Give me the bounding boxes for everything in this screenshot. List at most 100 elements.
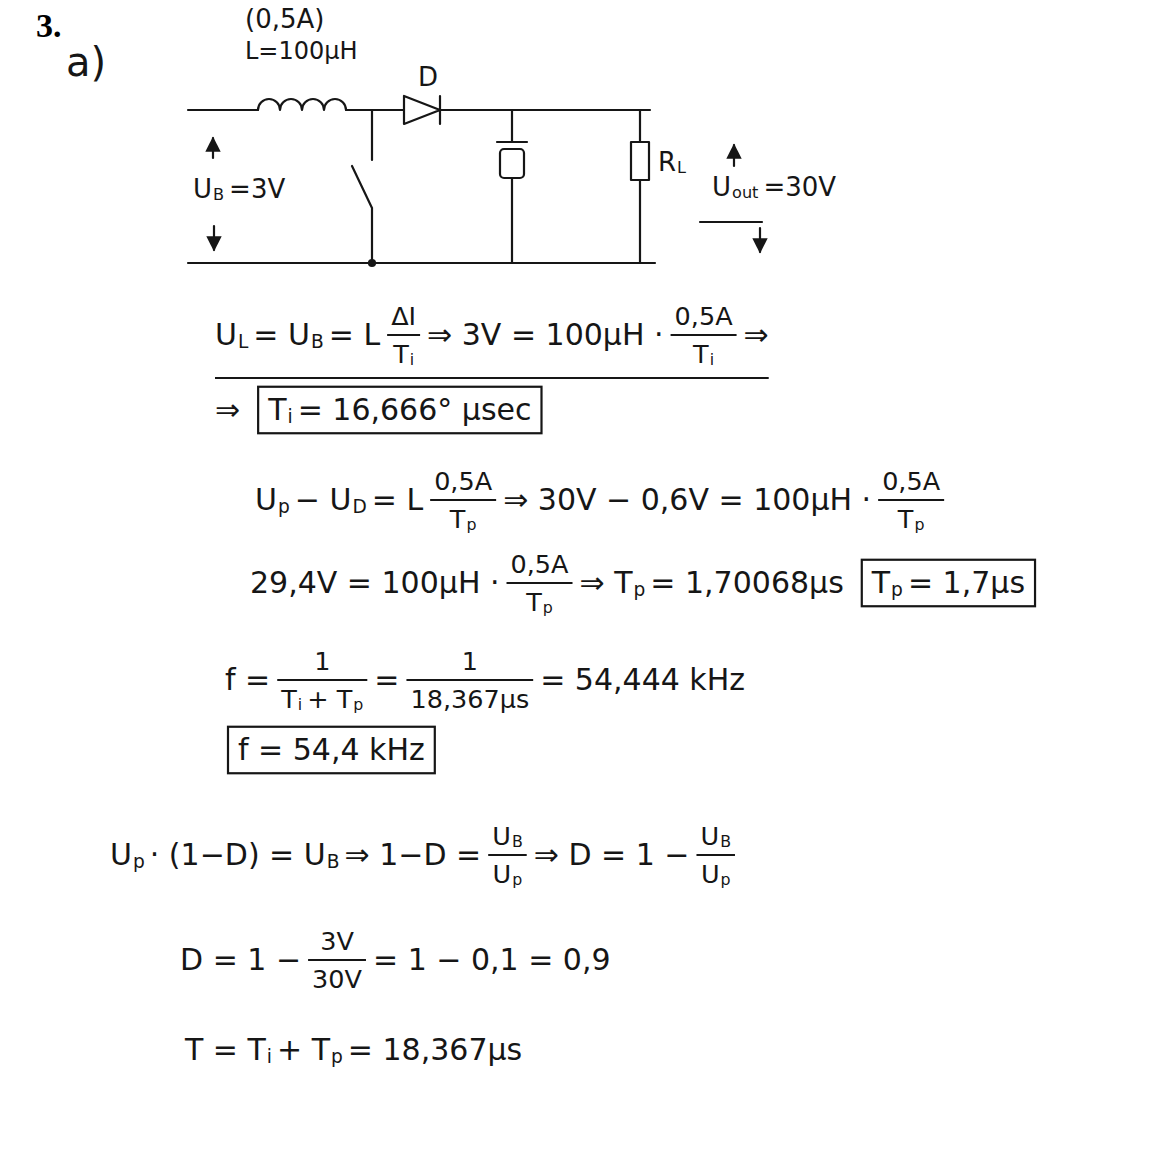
- equation-term: = L: [372, 483, 423, 518]
- equation-term: ⇒ D = 1 −: [534, 838, 690, 873]
- equation-term: = 1 − 0,1 = 0,9: [373, 943, 611, 978]
- fraction-bar: [430, 499, 496, 501]
- subscript: p: [721, 871, 731, 889]
- circuit-label: U: [193, 175, 212, 205]
- bottom-wire: [188, 262, 655, 264]
- equation-term: = 16,666° µsec: [298, 393, 532, 428]
- result-box: [258, 387, 541, 434]
- resistor-symbol: [631, 142, 649, 180]
- voltage-arrow: [759, 228, 761, 252]
- subscript: p: [133, 851, 145, 872]
- equation-term: = 18,367µs: [348, 1033, 522, 1068]
- equation-term: = U: [253, 318, 310, 353]
- circuit-label: R: [658, 148, 676, 178]
- capacitor-symbol: [500, 149, 524, 178]
- equation-term: T: [526, 588, 542, 617]
- equation-term: 0,5A: [675, 302, 733, 331]
- switch-symbol: [352, 110, 372, 263]
- equation-term: · (1−D) = U: [150, 838, 326, 873]
- voltage-arrow: [213, 226, 215, 250]
- equation-term: U: [110, 838, 132, 873]
- equation-term: = 1,7µs: [908, 566, 1025, 601]
- equation-term: − U: [295, 483, 352, 518]
- equation-term: U: [492, 822, 511, 851]
- equation-term: = 54,444 kHz: [540, 663, 745, 698]
- equation-term: U: [700, 822, 719, 851]
- equation-term: ΔI: [391, 302, 416, 331]
- subscript: i: [410, 351, 414, 369]
- result-box: [228, 727, 435, 774]
- fraction-bar: [878, 499, 944, 501]
- resistor-wire: [639, 110, 641, 263]
- equation-term: ⇒ T: [580, 566, 633, 601]
- equation-term: 1: [462, 647, 478, 676]
- subscript: p: [634, 579, 646, 600]
- fraction-bar: [308, 959, 366, 961]
- subscript: p: [891, 579, 903, 600]
- equation-term: ⇒: [215, 393, 240, 428]
- subscript: p: [543, 599, 553, 617]
- equation-term: 29,4V = 100µH ·: [250, 566, 500, 601]
- equation-term: ⇒: [744, 318, 769, 353]
- equation-term: ⇒ 1−D =: [345, 838, 482, 873]
- subscript: D: [352, 496, 366, 517]
- circuit-label: D: [418, 63, 438, 93]
- subscript: p: [914, 516, 924, 534]
- equation-term: + T: [277, 1033, 330, 1068]
- fraction-bar: [406, 679, 533, 681]
- voltage-arrow: [733, 145, 735, 166]
- circuit-label: a): [66, 39, 106, 85]
- equation-term: 1: [314, 647, 330, 676]
- inductor-symbol: [258, 99, 346, 110]
- equation-term: 0,5A: [882, 467, 940, 496]
- top-wire: [440, 109, 650, 111]
- fraction-bar: [387, 334, 420, 336]
- subscript: i: [298, 696, 302, 714]
- subscript: L: [238, 331, 248, 352]
- circuit-label: =30V: [763, 173, 836, 203]
- subscript: B: [512, 833, 523, 851]
- top-wire: [188, 109, 258, 111]
- circuit-label: =3V: [229, 175, 285, 205]
- fraction-bar: [696, 854, 735, 856]
- voltage-arrow: [212, 138, 214, 158]
- equation-term: U: [215, 318, 237, 353]
- equation-term: T: [693, 340, 709, 369]
- subscript: p: [512, 871, 522, 889]
- terminal-line: [700, 221, 762, 223]
- subscript: p: [278, 496, 290, 517]
- equation-term: 0,5A: [434, 467, 492, 496]
- fraction-bar: [488, 854, 527, 856]
- subscript: out: [732, 184, 758, 203]
- subscript: p: [466, 516, 476, 534]
- circuit-label: L=100µH: [245, 38, 358, 66]
- equation-term: U: [255, 483, 277, 518]
- equation-term: =: [374, 663, 399, 698]
- equation-term: U: [701, 860, 720, 889]
- equation-term: ⇒ 3V = 100µH ·: [427, 318, 663, 353]
- equation-term: 18,367µs: [410, 685, 529, 714]
- equation-term: D = 1 −: [180, 943, 301, 978]
- equation-term: T: [898, 505, 914, 534]
- result-box: [862, 560, 1035, 607]
- equation-term: T: [872, 566, 890, 601]
- equation-term: f =: [225, 663, 270, 698]
- underline: [215, 377, 769, 379]
- equation-term: T: [450, 505, 466, 534]
- equation-term: f = 54,4 kHz: [238, 733, 425, 768]
- equation-term: = L: [329, 318, 380, 353]
- circuit-label: U: [712, 173, 731, 203]
- equation-term: T: [268, 393, 286, 428]
- capacitor-symbol: [497, 110, 527, 263]
- subscript: i: [267, 1046, 272, 1067]
- fraction-bar: [671, 334, 737, 336]
- fraction-bar: [507, 582, 573, 584]
- circuit-label: (0,5A): [245, 5, 324, 35]
- equation-term: 0,5A: [511, 550, 569, 579]
- equation-term: T: [393, 340, 409, 369]
- subscript: B: [213, 186, 224, 205]
- fraction-bar: [277, 679, 367, 681]
- subscript: i: [710, 351, 714, 369]
- subscript: B: [311, 331, 324, 352]
